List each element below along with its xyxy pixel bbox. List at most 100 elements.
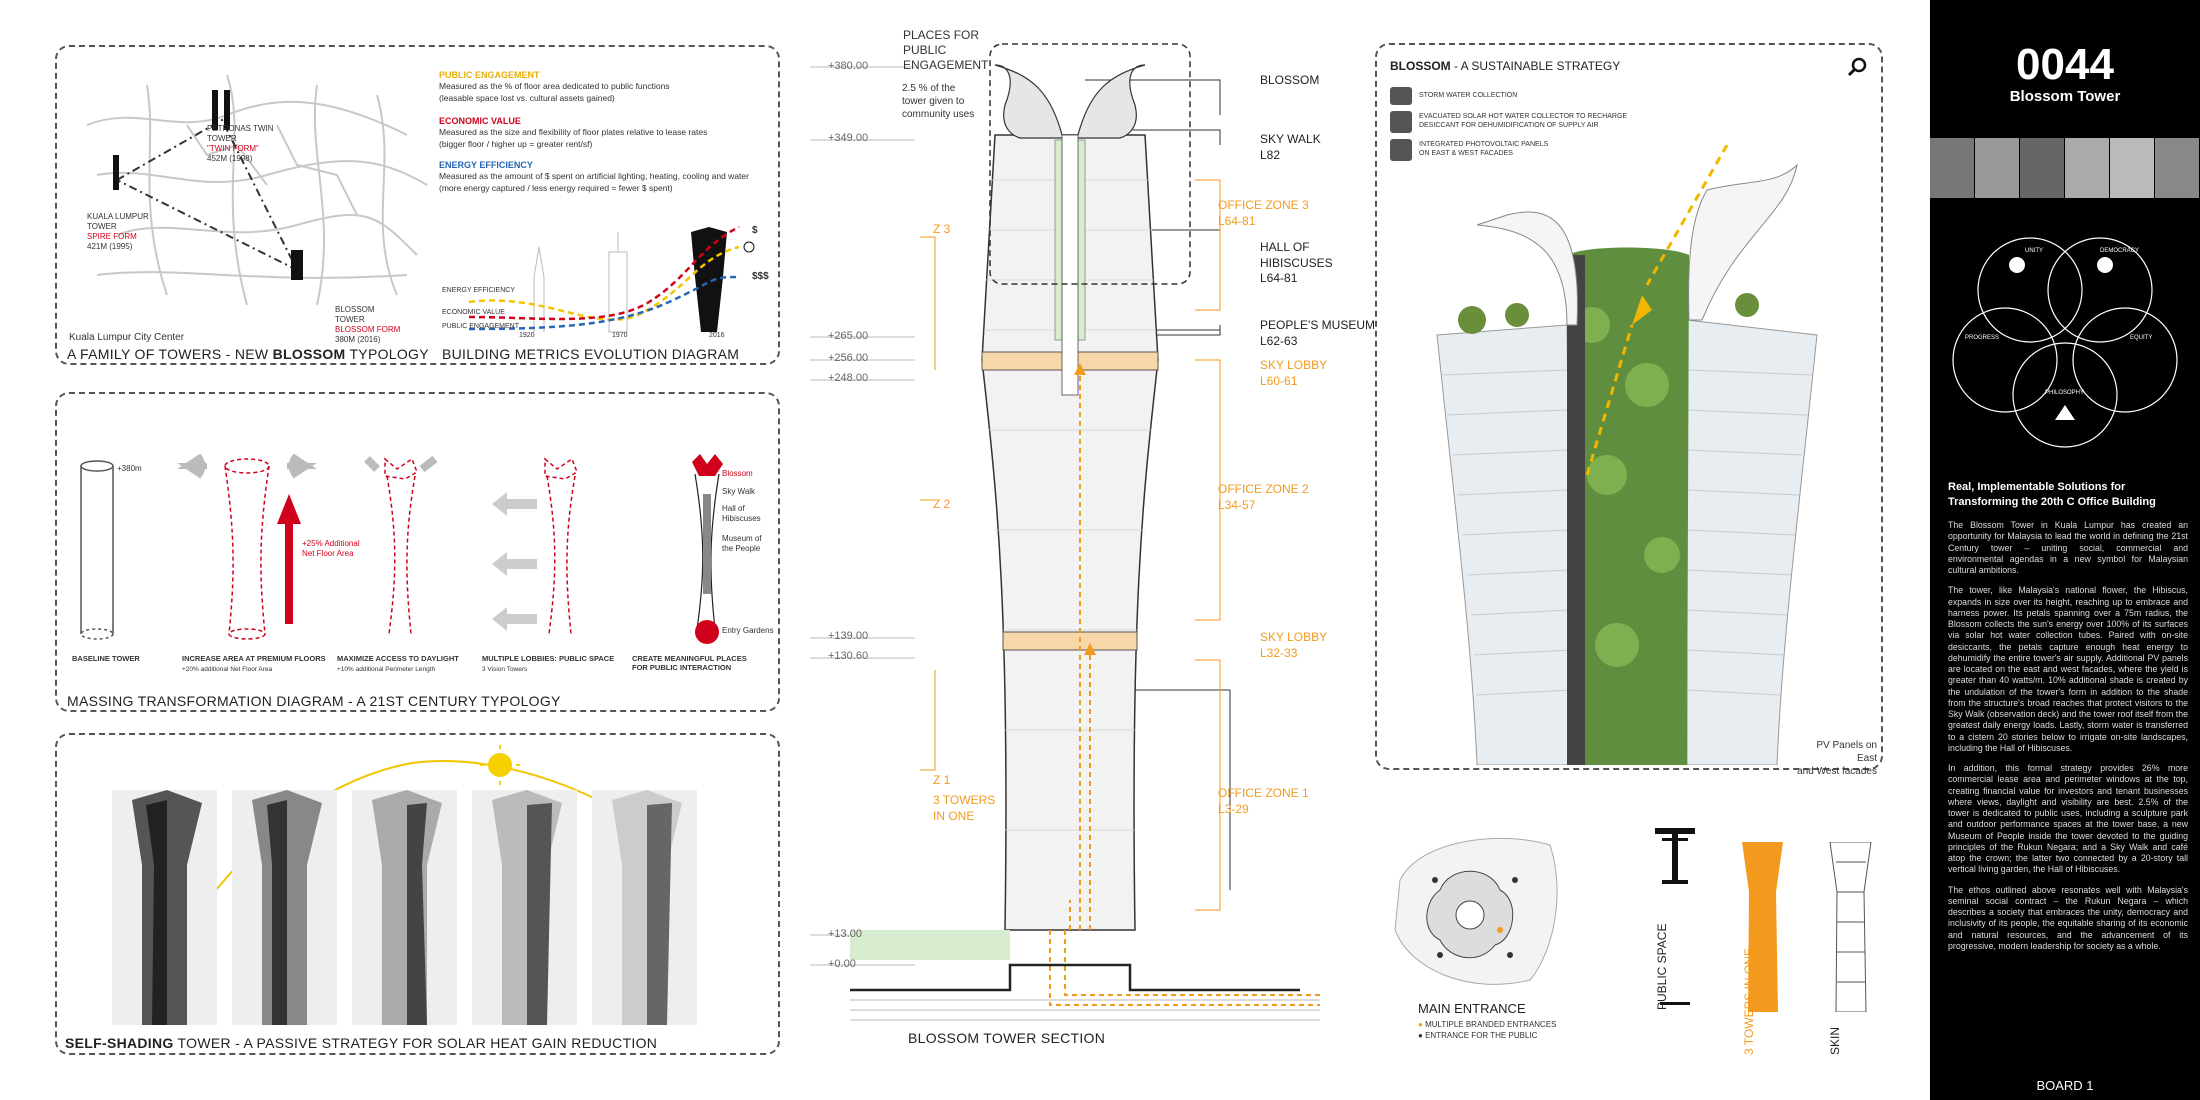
- zone-3-label: Z 3: [933, 222, 951, 236]
- value-unity: UNITY: [2025, 248, 2043, 254]
- portrait-5: [2110, 138, 2155, 198]
- chart-symbol-dollar: $: [752, 225, 758, 236]
- solar-collector-icon: [1390, 111, 1412, 133]
- step3-note: +10% additional Perimeter Length: [337, 666, 436, 673]
- sidebar-paragraph-3: In addition, this formal strategy provid…: [1948, 763, 2188, 875]
- value-equity: EQUITY: [2130, 335, 2153, 341]
- step2-label: INCREASE AREA AT PREMIUM FLOORS: [182, 654, 326, 663]
- portrait-1: [1930, 138, 1975, 198]
- chart-label-energy: ENERGY EFFICIENCY: [442, 287, 515, 294]
- board-number: BOARD 1: [2036, 1078, 2094, 1093]
- rukun-negara-diagram: [1952, 237, 2178, 448]
- value-philosophy: PHILOSOPHY: [2045, 390, 2085, 396]
- metrics-caption: BUILDING METRICS EVOLUTION DIAGRAM: [442, 346, 740, 362]
- skin-diagram: [1829, 842, 1872, 1012]
- program-skywalk: Sky Walk: [722, 487, 756, 496]
- photovoltaic-icon: [1390, 139, 1412, 161]
- chart-year-1920: 1920: [519, 332, 535, 339]
- program-blossom: Blossom: [722, 469, 753, 478]
- city-map: [86, 74, 428, 306]
- vlabel-public-space: PUBLIC SPACE: [1655, 923, 1669, 1010]
- sidebar-paragraph-4: The ethos outlined above resonates well …: [1948, 884, 2188, 951]
- chart-year-2016: 2016: [709, 332, 725, 339]
- public-space-diagram: [1655, 828, 1695, 1005]
- program-entry: Entry Gardens: [722, 626, 774, 635]
- portrait-strip: [1930, 138, 2200, 198]
- step2-note: +20% additional Net Floor Area: [182, 666, 273, 673]
- step3-label: MAXIMIZE ACCESS TO DAYLIGHT: [337, 654, 459, 663]
- metric-public: PUBLIC ENGAGEMENT Measured as the % of f…: [439, 70, 670, 103]
- label-blossom: BLOSSOM: [1260, 73, 1320, 87]
- sidebar-heading: Real, Implementable Solutions for Transf…: [1948, 481, 2156, 508]
- level-0: +0.00: [828, 958, 856, 970]
- level-256: +256.00: [828, 352, 869, 364]
- zone-1-label: Z 1: [933, 773, 951, 787]
- map-label: Kuala Lumpur City Center: [69, 332, 185, 343]
- level-248: +248.00: [828, 372, 869, 384]
- sidebar-paragraph-2: The tower, like Malaysia's national flow…: [1948, 585, 2188, 753]
- tower-section-drawing: [810, 43, 1320, 1021]
- sustain-item-solar: EVACUATED SOLAR HOT WATER COLLECTOR TO R…: [1419, 113, 1628, 129]
- section-caption: BLOSSOM TOWER SECTION: [908, 1030, 1106, 1046]
- panel-sustainable-strategy: BLOSSOM - A SUSTAINABLE STRATEGY STORM W…: [1375, 43, 1883, 777]
- step4-label: MULTIPLE LOBBIES: PUBLIC SPACE: [482, 654, 615, 663]
- storm-water-icon: [1390, 87, 1412, 105]
- self-shading-diagram: [112, 745, 697, 1025]
- portrait-3: [2020, 138, 2065, 198]
- massing-caption: MASSING TRANSFORMATION DIAGRAM - A 21ST …: [67, 693, 561, 709]
- value-progress: PROGRESS: [1965, 335, 2000, 341]
- height-380: +380m: [117, 464, 142, 473]
- sidebar-body: The Blossom Tower in Kuala Lumpur has cr…: [1948, 520, 2188, 961]
- portrait-6: [2155, 138, 2200, 198]
- site-plan: [1394, 837, 1558, 985]
- panel-self-shading: SELF-SHADING TOWER - A PASSIVE STRATEGY …: [55, 733, 780, 1055]
- main-entrance-title: MAIN ENTRANCE: [1418, 1001, 1526, 1016]
- metrics-diagram: [468, 225, 755, 333]
- public-engagement-frame: [989, 43, 1191, 285]
- portrait-4: [2065, 138, 2110, 198]
- level-130: +130.60: [828, 650, 869, 662]
- vlabel-three-towers: 3 TOWERS IN ONE: [1742, 948, 1756, 1055]
- sustain-item-storm: STORM WATER COLLECTION: [1419, 92, 1518, 99]
- three-towers-diagram: [1742, 842, 1783, 1012]
- portrait-2: [1975, 138, 2020, 198]
- project-sidebar: 0044 Blossom Tower UNITY DEMOCRACY PROGR…: [1930, 0, 2200, 1100]
- value-democracy: DEMOCRACY: [2100, 248, 2140, 254]
- zoom-icon[interactable]: [1847, 57, 1867, 82]
- level-13: +13.00: [828, 928, 862, 940]
- chart-label-public: PUBLIC ENGAGEMENT: [442, 323, 520, 330]
- sidebar-paragraph-1: The Blossom Tower in Kuala Lumpur has cr…: [1948, 520, 2188, 575]
- sustain-title: BLOSSOM - A SUSTAINABLE STRATEGY: [1390, 59, 1621, 73]
- step1-label: BASELINE TOWER: [72, 654, 140, 663]
- metric-energy: ENERGY EFFICIENCY Measured as the amount…: [439, 160, 749, 193]
- tower-crown-render: [1436, 145, 1818, 765]
- chart-symbol-dollars: $$$: [752, 271, 769, 282]
- step4-note: 3 Vision Towers: [482, 666, 528, 673]
- entrance-legend-branded: ● MULTIPLE BRANDED ENTRANCES: [1418, 1020, 1557, 1029]
- metric-economic: ECONOMIC VALUE Measured as the size and …: [439, 116, 708, 149]
- level-139: +139.00: [828, 630, 869, 642]
- massing-diagram: [80, 454, 723, 644]
- vlabel-skin: SKIN: [1828, 1026, 1842, 1055]
